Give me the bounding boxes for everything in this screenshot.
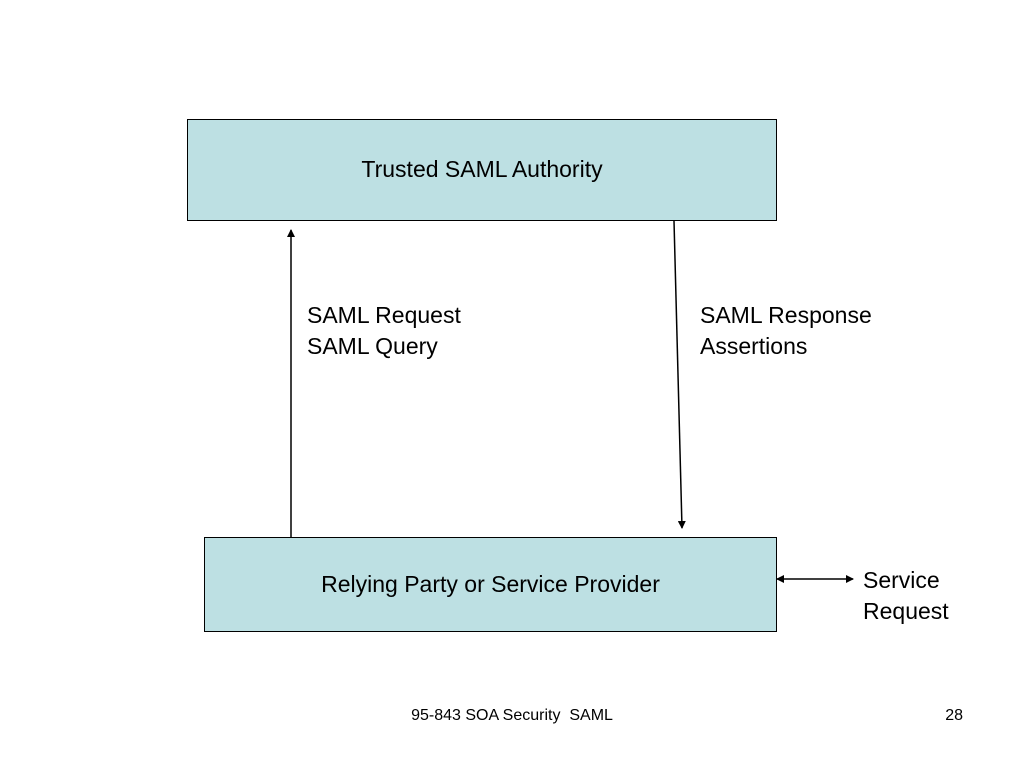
assertions-line: Assertions: [700, 333, 808, 359]
service-line: Service: [863, 567, 940, 593]
request-line: Request: [863, 598, 949, 624]
relying-party-box: Relying Party or Service Provider: [204, 537, 777, 632]
saml-query-line: SAML Query: [307, 333, 438, 359]
saml-request-label: SAML Request SAML Query: [307, 300, 461, 362]
page-number: 28: [945, 707, 963, 724]
response-arrow: [673, 220, 686, 529]
saml-response-label: SAML Response Assertions: [700, 300, 872, 362]
footer-title: 95-843 SOA Security SAML: [411, 707, 613, 724]
saml-response-line: SAML Response: [700, 302, 872, 328]
saml-request-line: SAML Request: [307, 302, 461, 328]
relying-party-label: Relying Party or Service Provider: [321, 571, 660, 597]
service-request-label: Service Request: [863, 565, 949, 627]
trusted-saml-authority-label: Trusted SAML Authority: [361, 155, 603, 182]
trusted-saml-authority-box: Trusted SAML Authority: [187, 119, 777, 221]
